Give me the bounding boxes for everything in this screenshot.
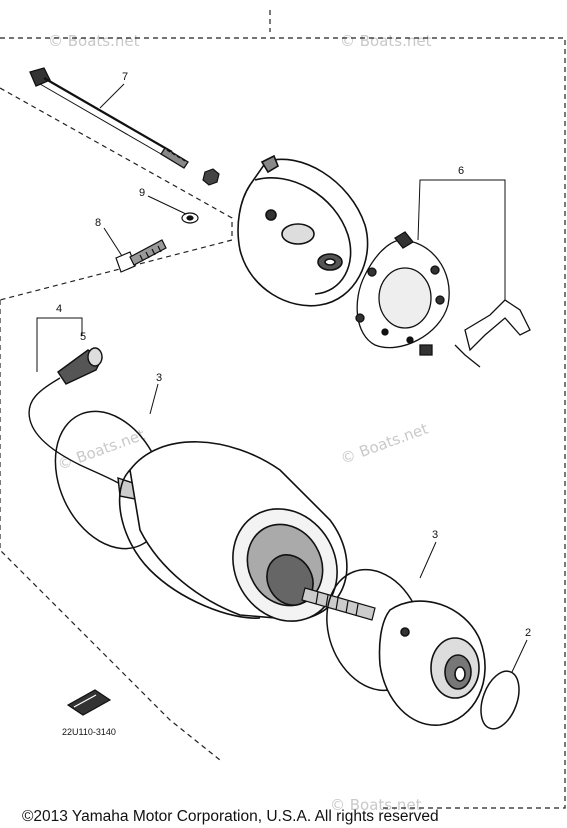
front-cover — [378, 600, 486, 726]
through-bolt — [29, 67, 189, 169]
callout-3-left: 3 — [156, 372, 162, 384]
rear-cover — [237, 154, 369, 307]
callout-7: 7 — [122, 71, 128, 83]
callout-8: 8 — [95, 217, 101, 229]
front-direction-icon — [66, 689, 112, 716]
callout-9: 9 — [139, 187, 145, 199]
assembly-boundary — [0, 10, 566, 809]
callout-5: 5 — [80, 331, 86, 343]
brush-holder-plate — [355, 231, 450, 356]
diagram-code: 22U110-3140 — [62, 727, 116, 737]
copyright-notice: ©2013 Yamaha Motor Corporation, U.S.A. A… — [22, 808, 439, 825]
brush-lead — [454, 299, 531, 368]
short-bolt — [115, 239, 167, 273]
watermark-1: © Boats.net — [48, 32, 140, 50]
watermark-2: © Boats.net — [340, 32, 432, 50]
armature-shaft — [301, 587, 376, 621]
callout-2: 2 — [525, 627, 531, 639]
callout-3-right: 3 — [432, 529, 438, 541]
callout-4: 4 — [56, 303, 62, 315]
callouts: 7 9 8 6 4 5 3 3 2 — [56, 71, 531, 639]
small-o-ring — [480, 670, 520, 730]
watermark-5: © Boats.net — [330, 796, 422, 814]
nut-washer — [181, 168, 220, 224]
watermark-3: © Boats.net — [338, 420, 430, 468]
motor-yoke — [118, 441, 348, 622]
callout-6: 6 — [458, 165, 464, 177]
leader-lines — [36, 83, 528, 673]
